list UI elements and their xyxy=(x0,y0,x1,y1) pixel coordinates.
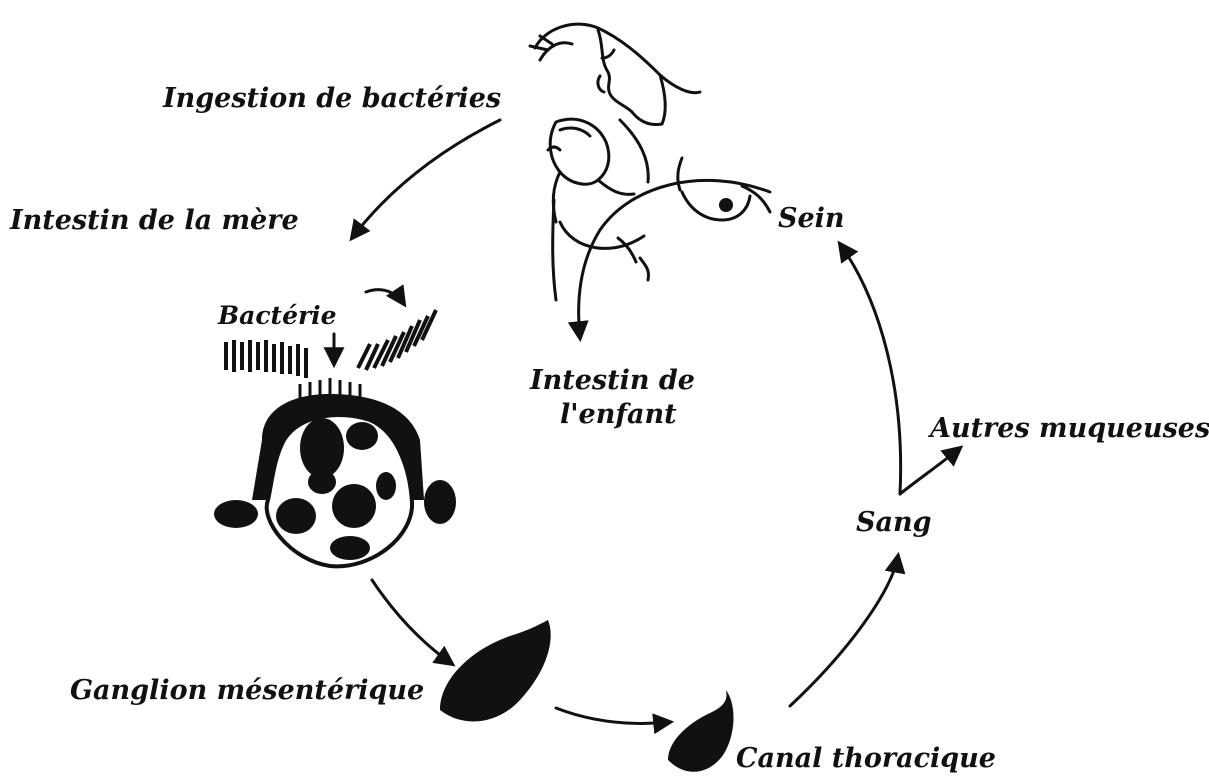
label-ingestion: Ingestion de bactéries xyxy=(163,84,501,114)
arrow-blood-to-breast xyxy=(840,244,901,494)
mesenteric-ganglion-shape xyxy=(440,620,551,721)
arrow-ganglion-to-duct xyxy=(556,708,670,723)
label-thoracic-duct: Canal thoracique xyxy=(736,744,996,774)
label-breast: Sein xyxy=(778,204,845,234)
label-child-intestine-line2: l'enfant xyxy=(560,400,677,430)
label-bacterium: Bactérie xyxy=(218,302,337,330)
arrow-blood-to-mucosa xyxy=(900,448,960,494)
arrow-bacterium-entry xyxy=(366,290,404,304)
thoracic-duct-shape xyxy=(668,690,734,772)
label-mesenteric-node: Ganglion mésentérique xyxy=(70,676,424,706)
label-maternal-intestine: Intestin de la mère xyxy=(10,206,299,236)
arrow-duct-to-blood xyxy=(790,556,898,706)
arrow-ingestion-to-intestine xyxy=(352,120,500,238)
arrow-intestine-to-ganglion xyxy=(372,580,452,664)
mother-and-child-illustration xyxy=(530,24,770,300)
label-other-mucosa: Autres muqueuses xyxy=(930,414,1209,444)
label-blood: Sang xyxy=(856,508,932,538)
nipple-marker xyxy=(719,198,733,212)
label-child-intestine-line1: Intestin de xyxy=(530,366,695,396)
arrow-breast-to-child xyxy=(579,180,770,338)
